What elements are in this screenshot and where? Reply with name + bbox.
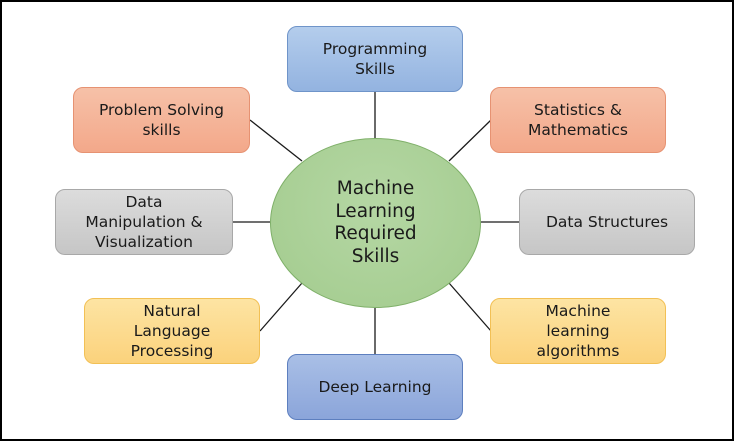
- connector-ml-algorithms: [448, 282, 492, 332]
- center-node-ml-required-skills: Machine Learning Required Skills: [270, 138, 481, 308]
- connector-problem-solving: [249, 119, 303, 162]
- node-programming-skills: Programming Skills: [287, 26, 463, 92]
- node-machine-learning-algorithms: Machine learning algorithms: [490, 298, 666, 364]
- node-problem-solving-skills: Problem Solving skills: [73, 87, 250, 153]
- node-data-manipulation-visualization: Data Manipulation & Visualization: [55, 189, 233, 255]
- connector-nlp: [259, 282, 303, 332]
- connector-statistics: [448, 119, 492, 162]
- node-data-structures: Data Structures: [519, 189, 695, 255]
- node-deep-learning: Deep Learning: [287, 354, 463, 420]
- node-statistics-mathematics: Statistics & Mathematics: [490, 87, 666, 153]
- node-natural-language-processing: Natural Language Processing: [84, 298, 260, 364]
